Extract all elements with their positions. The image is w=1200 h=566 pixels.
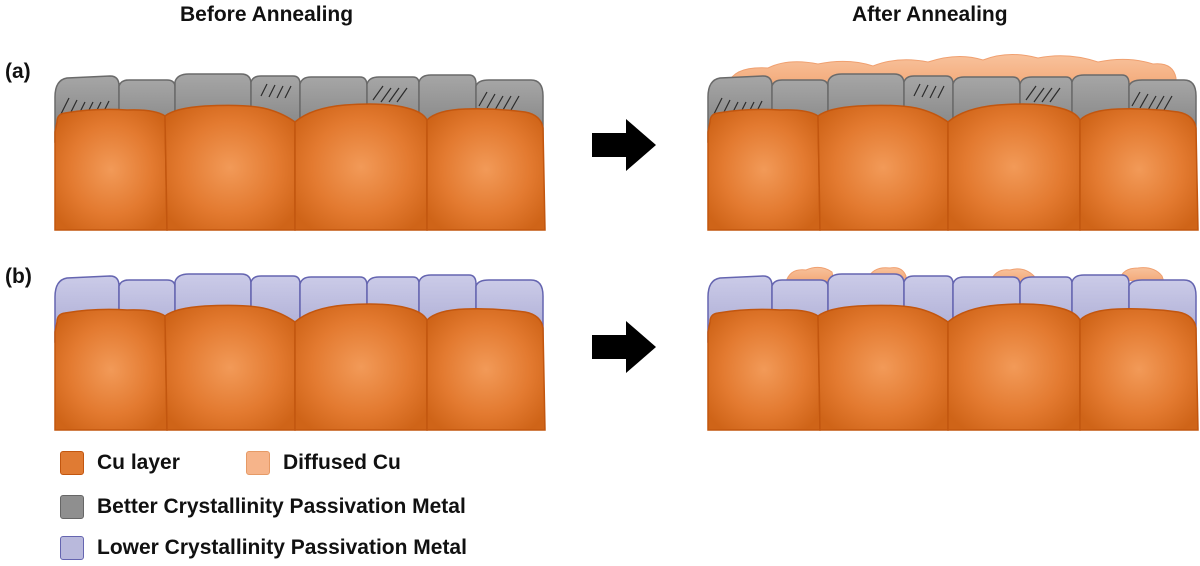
legend-diffused-cu: Diffused Cu (246, 451, 401, 475)
panel-a-after (708, 54, 1198, 230)
cu-layer (708, 304, 1198, 430)
legend-label: Cu layer (97, 451, 180, 475)
cu-layer (55, 104, 545, 230)
arrow-b (592, 321, 656, 373)
legend-cu-layer: Cu layer (60, 451, 180, 475)
diffused-cu-swatch (246, 451, 270, 475)
better-passivation-swatch (60, 495, 84, 519)
cu-layer-swatch (60, 451, 84, 475)
arrow-a (592, 119, 656, 171)
legend-label: Diffused Cu (283, 451, 401, 475)
lower-passivation-swatch (60, 536, 84, 560)
legend-label: Lower Crystallinity Passivation Metal (97, 536, 467, 560)
cu-layer (708, 104, 1198, 230)
legend-better-crystallinity: Better Crystallinity Passivation Metal (60, 495, 466, 519)
panel-b-before (55, 274, 545, 430)
panel-b-after (708, 267, 1198, 430)
legend-lower-crystallinity: Lower Crystallinity Passivation Metal (60, 536, 467, 560)
panel-a-before (55, 74, 545, 230)
legend-label: Better Crystallinity Passivation Metal (97, 495, 466, 519)
cu-layer (55, 304, 545, 430)
